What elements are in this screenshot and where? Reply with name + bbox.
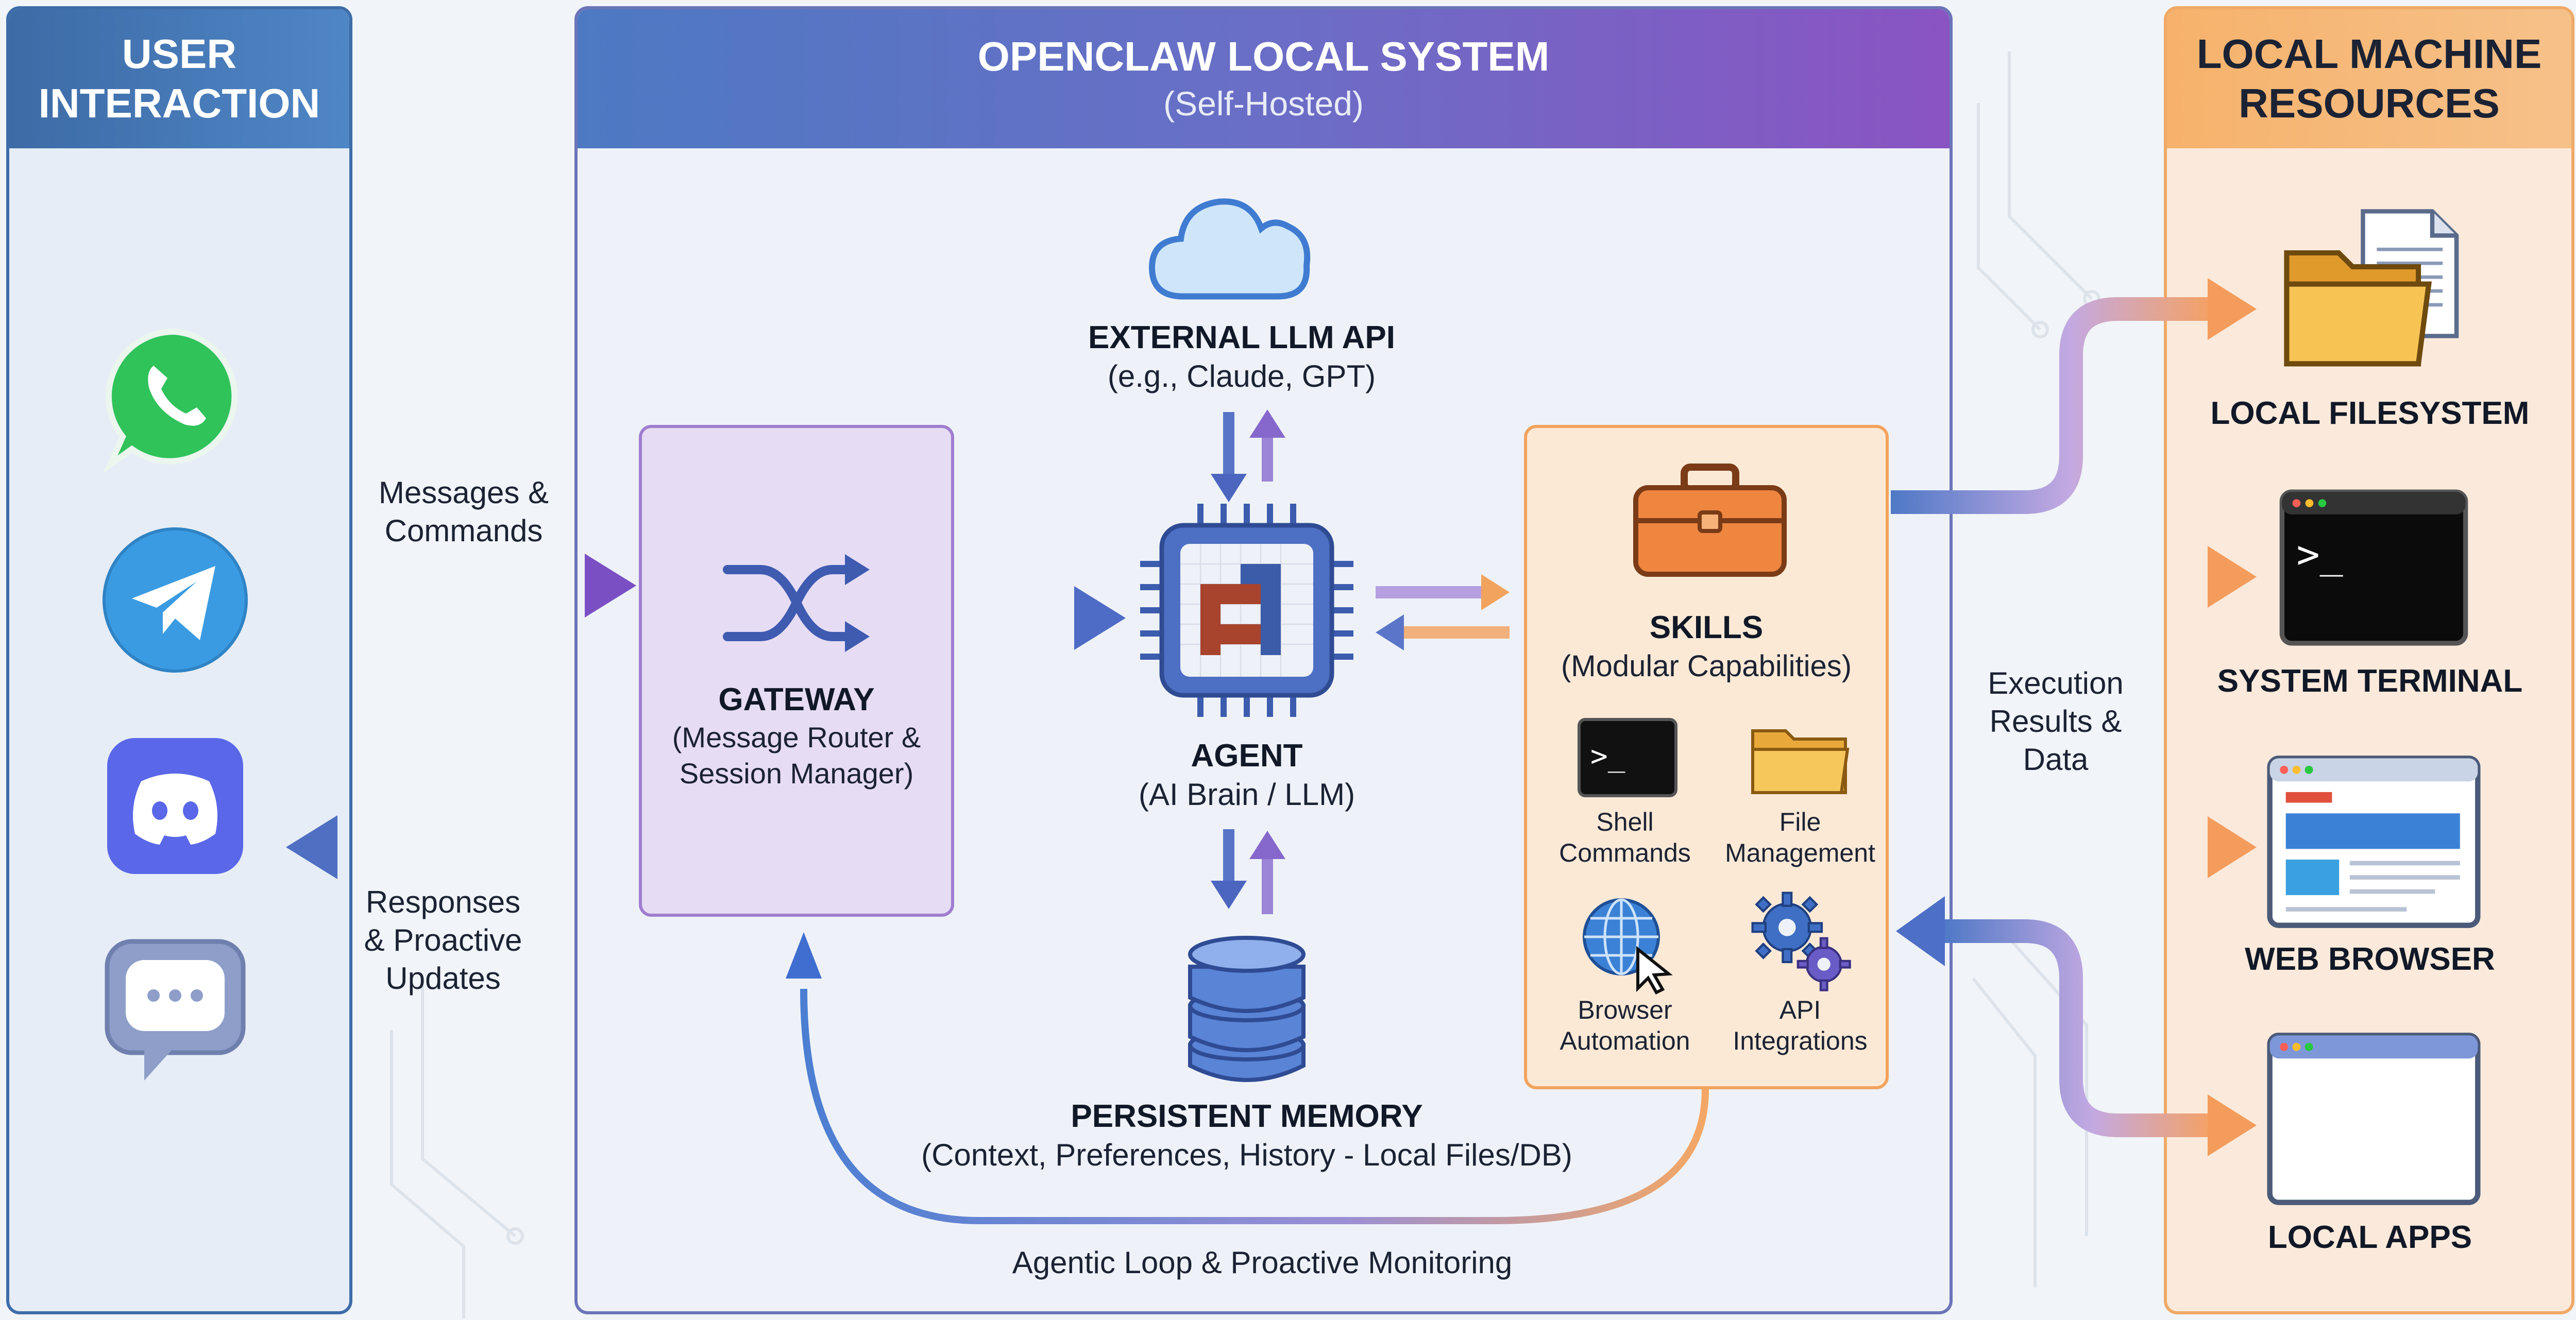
llm-to-agent-arrow-head [1211, 474, 1247, 502]
gateway-box: GATEWAY (Message Router & Session Manage… [639, 425, 954, 917]
user-interaction-header: USER INTERACTION [9, 9, 349, 148]
system-panel-subtitle: (Self-Hosted) [1163, 84, 1364, 123]
execution-label-line1: Execution [1988, 666, 2124, 700]
responses-label: Responses & Proactive Updates [309, 883, 577, 998]
whatsapp-icon [103, 328, 238, 474]
user-panel-title-line2: INTERACTION [38, 80, 320, 126]
user-interaction-panel: USER INTERACTION [6, 6, 352, 1314]
folder-icon [1751, 729, 1850, 794]
skills-desc: (Modular Capabilities) [1561, 649, 1852, 683]
responses-arrow-head [286, 815, 337, 879]
skill-api-line2: Integrations [1733, 1026, 1868, 1055]
agent-text: AGENT (AI Brain / LLM) [1061, 736, 1432, 814]
messages-label-line1: Messages & [378, 475, 549, 510]
agent-to-memory-arrow-head [1211, 881, 1247, 909]
skill-shell-line1: Shell [1596, 808, 1654, 836]
execution-label-line2: Results & [1989, 704, 2122, 739]
chat-bubble-icon [105, 939, 246, 1081]
agentic-loop-label: Agentic Loop & Proactive Monitoring [1012, 1245, 1513, 1280]
globe-cursor-icon [1583, 898, 1673, 995]
openclaw-system-header: OPENCLAW LOCAL SYSTEM (Self-Hosted) [578, 9, 1950, 148]
cloud-icon [1148, 198, 1311, 300]
memory-to-agent-arrow-head [1249, 831, 1285, 859]
gears-icon [1751, 892, 1851, 991]
to-terminal-arrow-head [2208, 546, 2257, 608]
responses-label-line2: & Proactive [364, 923, 522, 957]
discord-icon [107, 738, 243, 874]
skill-file-line2: Management [1725, 838, 1875, 867]
skills-title: SKILLS [1649, 610, 1764, 645]
skill-file-label: File Management [1707, 807, 1893, 868]
execution-label-line3: Data [2023, 742, 2089, 777]
resource-terminal-prompt: >_ [2297, 532, 2344, 577]
resource-local-apps-label: LOCAL APPS [2267, 1220, 2472, 1255]
telegram-icon [103, 527, 248, 673]
skill-browser-label: Browser Automation [1532, 995, 1718, 1056]
skill-file-line1: File [1779, 808, 1821, 836]
agentic-loop-arrow-head [786, 932, 822, 979]
skills-text: SKILLS (Modular Capabilities) [1527, 608, 1886, 685]
agentic-loop-arrow [800, 988, 1709, 1224]
resource-filesystem-label: LOCAL FILESYSTEM [2210, 396, 2530, 431]
app-window-icon [2267, 1033, 2481, 1205]
skill-terminal-prompt: >_ [1590, 740, 1625, 773]
to-browser-arrow-head [2208, 816, 2257, 878]
circuit-decoration [390, 52, 2100, 1318]
results-arrow-head [1896, 896, 1945, 966]
responses-label-line3: Updates [385, 961, 501, 996]
llm-text: EXTERNAL LLM API (e.g., Claude, GPT) [1010, 318, 1473, 396]
gateway-desc-line1: (Message Router & [672, 721, 921, 753]
skill-api-label: API Integrations [1707, 995, 1893, 1056]
skill-browser-line1: Browser [1578, 996, 1672, 1024]
to-filesystem-arrow [1891, 297, 2215, 514]
skills-box: SKILLS (Modular Capabilities) >_ Shell C… [1524, 425, 1889, 1089]
skill-shell-line2: Commands [1559, 838, 1691, 867]
browser-window-icon [2267, 756, 2481, 928]
database-icon [1188, 936, 1306, 1082]
user-panel-title-line1: USER [122, 31, 237, 77]
resources-panel-title-line2: RESOURCES [2239, 80, 2500, 126]
memory-text: PERSISTENT MEMORY (Context, Preferences,… [845, 1097, 1649, 1174]
skill-api-line1: API [1779, 996, 1821, 1024]
system-panel-title: OPENCLAW LOCAL SYSTEM [977, 33, 1550, 79]
terminal-icon: >_ [1578, 718, 1677, 797]
to-local-apps-arrow-head [2208, 1094, 2257, 1156]
to-filesystem-arrow-head [2208, 278, 2257, 340]
gateway-text: GATEWAY (Message Router & Session Manage… [642, 680, 951, 792]
toolbox-icon [1633, 464, 1787, 577]
memory-title: PERSISTENT MEMORY [1071, 1099, 1423, 1134]
skill-shell-label: Shell Commands [1532, 807, 1718, 868]
skill-browser-line2: Automation [1560, 1026, 1690, 1055]
messages-label-line2: Commands [384, 513, 543, 548]
messages-label: Messages & Commands [325, 474, 603, 550]
to-local-apps-arrow [1942, 919, 2215, 1137]
llm-desc: (e.g., Claude, GPT) [1107, 359, 1376, 393]
agent-desc: (AI Brain / LLM) [1138, 777, 1355, 812]
agent-title: AGENT [1191, 738, 1303, 774]
agent-to-llm-arrow-head [1249, 409, 1285, 438]
skills-to-agent-arrow-head [1376, 614, 1404, 650]
agent-to-skills-arrow-head [1481, 574, 1510, 610]
resource-terminal-label: SYSTEM TERMINAL [2217, 663, 2523, 699]
responses-label-line1: Responses [365, 885, 521, 919]
agent-chip-icon [1140, 504, 1353, 717]
resource-browser-label: WEB BROWSER [2245, 941, 2495, 977]
gateway-desc-line2: Session Manager) [679, 757, 914, 790]
gateway-title: GATEWAY [718, 682, 875, 717]
memory-desc: (Context, Preferences, History - Local F… [921, 1138, 1572, 1172]
execution-label: Execution Results & Data [1922, 664, 2190, 779]
terminal-window-icon: >_ [2279, 489, 2468, 646]
llm-title: EXTERNAL LLM API [1088, 320, 1395, 355]
local-resources-header: LOCAL MACHINE RESOURCES [2167, 9, 2571, 148]
files-folder-icon [2284, 209, 2459, 367]
shuffle-icon [723, 554, 870, 652]
gateway-to-agent-arrow-head [1074, 586, 1126, 650]
messages-arrow-head [585, 554, 636, 618]
resources-panel-title-line1: LOCAL MACHINE [2196, 31, 2542, 77]
